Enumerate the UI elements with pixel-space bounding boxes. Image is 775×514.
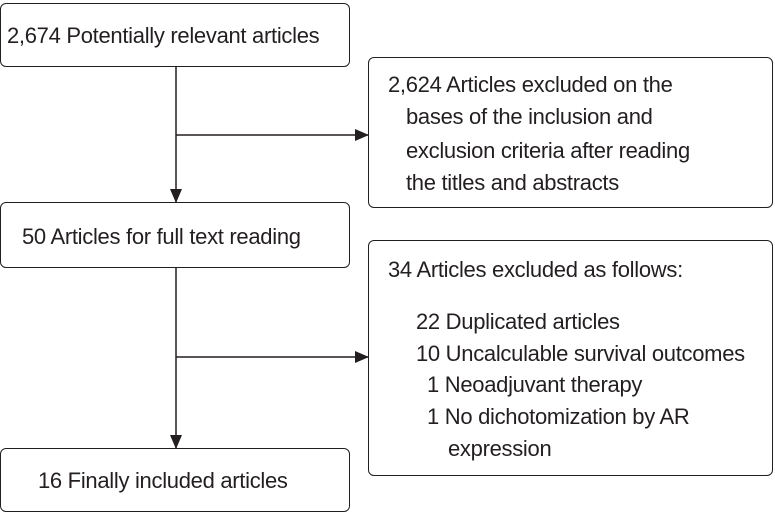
fulltext-label: 50 Articles for full text reading	[22, 224, 301, 249]
reason-duplicated: 22 Duplicated articles	[416, 309, 620, 334]
screening-excluded-box	[368, 57, 773, 208]
reason-no-dichotomization-cont: expression	[448, 436, 552, 461]
identified-box	[0, 3, 350, 67]
screening-excluded-line-1: 2,624 Articles excluded on the	[388, 72, 673, 97]
screening-excluded-line-4: the titles and abstracts	[406, 170, 619, 195]
included-box	[0, 448, 350, 512]
fulltext-box	[0, 202, 350, 268]
reason-no-dichotomization: 1 No dichotomization by AR	[427, 404, 690, 429]
included-label: 16 Finally included articles	[38, 468, 288, 493]
screening-excluded-line-3: exclusion criteria after reading	[406, 138, 690, 163]
reason-neoadjuvant: 1 Neoadjuvant therapy	[427, 372, 643, 397]
reason-uncalculable-survival: 10 Uncalculable survival outcomes	[416, 341, 745, 366]
screening-excluded-line-2: bases of the inclusion and	[406, 104, 653, 129]
fulltext-excluded-box	[368, 240, 773, 476]
identified-label: 2,674 Potentially relevant articles	[7, 23, 320, 48]
fulltext-excluded-heading: 34 Articles excluded as follows:	[388, 257, 683, 282]
